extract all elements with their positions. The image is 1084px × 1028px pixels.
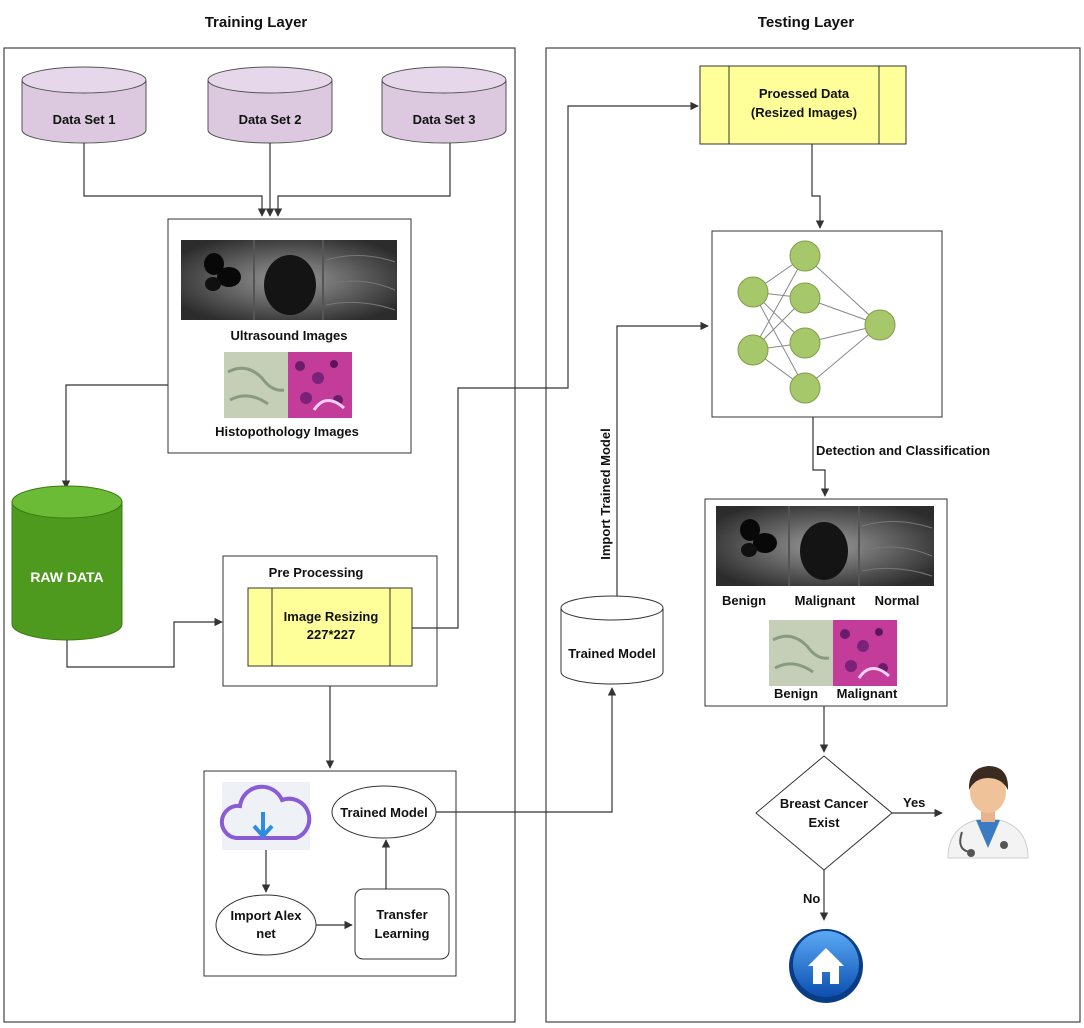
neural-network-box [711,230,943,418]
edge-dataset3-images [273,143,451,217]
preprocessing-title: Pre Processing [269,565,364,580]
dataset-2-label: Data Set 2 [239,112,302,127]
edge-images-rawdata [61,384,168,489]
hidden-neuron [789,240,821,272]
import-alexnet-node: Import Alex net [215,894,317,956]
ultrasound-images-thumbnail [181,240,397,320]
us-class-normal: Normal [875,593,920,608]
us-class-malignant: Malignant [795,593,856,608]
raw-data-db: RAW DATA [11,485,123,641]
trained-model-node-label: Trained Model [340,805,427,820]
processed-data-block: Proessed Data (Resized Images) [699,65,907,145]
import-alexnet-label-line2: net [256,926,276,941]
import-trained-model-label: Import Trained Model [598,428,613,559]
image-resizing-block: Image Resizing 227*227 [247,587,413,667]
processed-data-label-line1: Proessed Data [759,86,850,101]
processed-data-label-line2: (Resized Images) [751,105,857,120]
dataset-3-db: Data Set 3 [381,66,507,144]
trained-model-node: Trained Model [331,785,437,839]
input-neuron [737,276,769,308]
classified-ultrasound-thumbnail [716,506,934,586]
image-resizing-label: Image Resizing [284,609,379,624]
histo-class-malignant: Malignant [837,686,898,701]
home-icon [789,929,863,1003]
transfer-learning-label-line2: Learning [375,926,430,941]
network-neurons [737,240,896,404]
edge-trained-model-db [436,687,617,813]
edge-import-trained-model [616,321,709,596]
doctor-icon [947,766,1029,859]
edge-rawdata-preprocessing [66,617,223,668]
testing-layer-title: Testing Layer [758,14,855,31]
us-class-benign: Benign [722,593,766,608]
decision-label-line1: Breast Cancer [780,796,868,811]
dataset-3-label: Data Set 3 [413,112,476,127]
no-label: No [803,891,820,906]
trained-model-db-label: Trained Model [568,646,655,661]
edge-network-results [812,417,830,497]
breast-cancer-decision: Breast Cancer Exist [755,755,893,871]
ultrasound-images-label: Ultrasound Images [230,328,347,343]
dataset-2-db: Data Set 2 [207,66,333,144]
edge-preprocessing-processed-data [412,101,699,629]
transfer-learning-label-line1: Transfer [376,907,427,922]
cloud-download-icon [219,782,312,850]
input-neuron [737,334,769,366]
classified-histopathology-thumbnail [769,620,897,686]
trained-model-db: Trained Model [560,595,664,685]
histo-class-benign: Benign [774,686,818,701]
histopathology-images-thumbnail [224,352,352,418]
image-size-label: 227*227 [307,627,355,642]
edge-processed-network [811,144,825,229]
decision-label-line2: Exist [808,815,840,830]
hidden-neuron [789,282,821,314]
testing-layer-frame [545,47,1081,1023]
training-layer-title: Training Layer [205,14,308,31]
dataset-1-label: Data Set 1 [53,112,116,127]
training-layer-frame [3,47,516,1023]
hidden-neuron [789,372,821,404]
import-alexnet-label-line1: Import Alex [230,908,302,923]
hidden-neuron [789,327,821,359]
histopathology-images-label: Histopothology Images [215,424,359,439]
raw-data-label: RAW DATA [30,569,103,585]
output-neuron [864,309,896,341]
detection-classification-label: Detection and Classification [816,443,990,458]
dataset-1-db: Data Set 1 [21,66,147,144]
transfer-learning-node: Transfer Learning [354,888,450,960]
edge-dataset1-images [83,143,267,217]
yes-label: Yes [903,795,925,810]
